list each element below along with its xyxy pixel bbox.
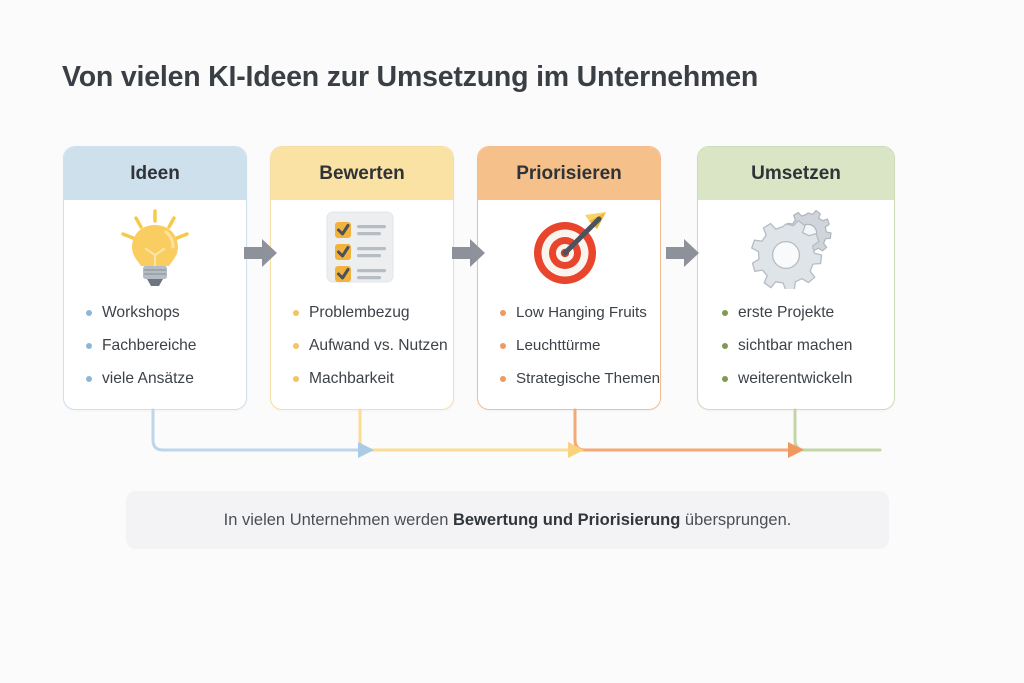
connector-ideen-to-bewerten xyxy=(151,408,362,452)
connector-priorisieren-to-umsetzen xyxy=(573,408,792,452)
list-item: Fachbereiche xyxy=(86,329,246,362)
target-icon xyxy=(478,200,660,296)
connector-umsetzen-dropline xyxy=(793,408,882,452)
caption-text: In vielen Unternehmen werden Bewertung u… xyxy=(224,511,792,530)
list-item: Problembezug xyxy=(293,296,453,329)
process-card-umsetzen[interactable]: Umsetzen erste Projekte sichtbar machen … xyxy=(697,146,895,410)
arrow-right-icon xyxy=(666,238,700,268)
caption-emphasis: Bewertung und Priorisierung xyxy=(452,510,681,529)
process-card-priorisieren[interactable]: Priorisieren Low Hanging Fruits Leuchttü… xyxy=(477,146,661,410)
caption-prefix: In vielen Unternehmen werden xyxy=(223,510,453,529)
list-item: Strategische Themen xyxy=(500,362,660,395)
list-item: Leuchttürme xyxy=(500,329,660,362)
page-title: Von vielen KI-Ideen zur Umsetzung im Unt… xyxy=(62,61,759,93)
gears-icon xyxy=(698,200,894,296)
connector-bewerten-to-priorisieren xyxy=(358,408,572,452)
list-item: sichtbar machen xyxy=(722,329,894,362)
process-card-bewerten[interactable]: Bewerten xyxy=(270,146,454,410)
list-item: viele Ansätze xyxy=(86,362,246,395)
arrow-right-icon xyxy=(244,238,278,268)
card-header-umsetzen: Umsetzen xyxy=(698,147,894,200)
connector-arrowhead xyxy=(788,442,804,458)
connector-arrowhead xyxy=(568,442,584,458)
bullet-list-umsetzen: erste Projekte sichtbar machen weiterent… xyxy=(698,296,894,395)
list-item: Aufwand vs. Nutzen xyxy=(293,329,453,362)
bullet-list-priorisieren: Low Hanging Fruits Leuchttürme Strategis… xyxy=(478,296,660,395)
card-header-ideen: Ideen xyxy=(64,147,246,200)
arrow-right-icon xyxy=(452,238,486,268)
bullet-list-ideen: Workshops Fachbereiche viele Ansätze xyxy=(64,296,246,395)
process-card-ideen[interactable]: Ideen Workshops xyxy=(63,146,247,410)
card-header-bewerten: Bewerten xyxy=(271,147,453,200)
checklist-icon xyxy=(271,200,453,296)
bullet-list-bewerten: Problembezug Aufwand vs. Nutzen Machbark… xyxy=(271,296,453,395)
connector-arrowhead xyxy=(358,442,374,458)
caption-bar: In vielen Unternehmen werden Bewertung u… xyxy=(126,491,889,549)
list-item: Low Hanging Fruits xyxy=(500,296,660,329)
list-item: weiterentwickeln xyxy=(722,362,894,395)
list-item: erste Projekte xyxy=(722,296,894,329)
card-header-priorisieren: Priorisieren xyxy=(478,147,660,200)
lightbulb-icon xyxy=(64,200,246,296)
list-item: Machbarkeit xyxy=(293,362,453,395)
caption-suffix: übersprungen. xyxy=(680,510,792,529)
list-item: Workshops xyxy=(86,296,246,329)
